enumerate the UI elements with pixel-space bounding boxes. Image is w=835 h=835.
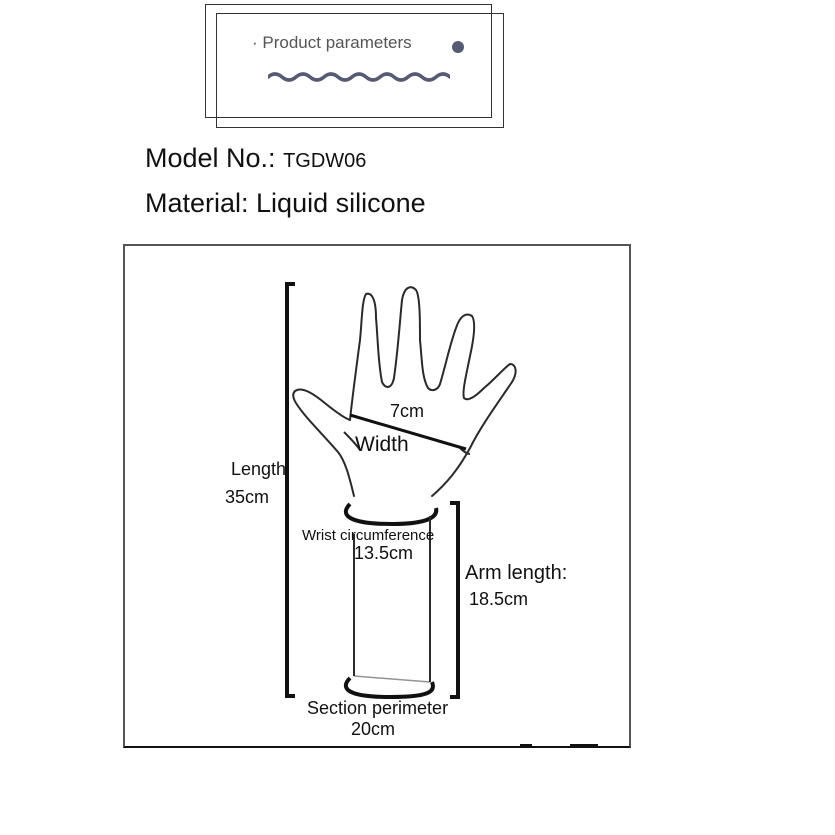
width-label: Width [355, 433, 409, 456]
model-number-label: Model No.: [145, 143, 284, 173]
header-dot-icon [452, 41, 464, 53]
section-ring [343, 676, 435, 700]
material-spec: Material: Liquid silicone [145, 188, 426, 218]
wrist-ring [343, 502, 439, 527]
width-measure-line [349, 413, 467, 451]
wave-divider-icon [268, 72, 450, 82]
wrist-circumference-value: 13.5cm [354, 543, 414, 563]
header-title: · Product parameters [252, 33, 412, 52]
section-ring-top [353, 675, 431, 683]
model-number: Model No.: TGDW06 [145, 143, 366, 174]
model-number-value: TGDW06 [283, 150, 367, 172]
arm-length-bracket [450, 501, 460, 699]
hand-fold [343, 431, 361, 451]
section-perimeter-value: 20cm [351, 719, 396, 739]
diagram-panel [123, 244, 631, 748]
arm-length-value: 18.5cm [469, 589, 529, 609]
arm-outline [353, 516, 431, 682]
length-value: 35cm [225, 487, 270, 507]
arm-length-label: Arm length: [465, 562, 568, 584]
length-label: Length [231, 459, 287, 479]
hand-outline [292, 286, 517, 497]
wrist-circumference-label: Wrist circumference [302, 527, 435, 544]
header-frame-outer [205, 4, 492, 118]
section-perimeter-label: Section perimeter [307, 698, 449, 718]
length-bracket [285, 282, 295, 698]
width-value: 7cm [390, 401, 425, 421]
header-frame-inner [216, 13, 504, 128]
